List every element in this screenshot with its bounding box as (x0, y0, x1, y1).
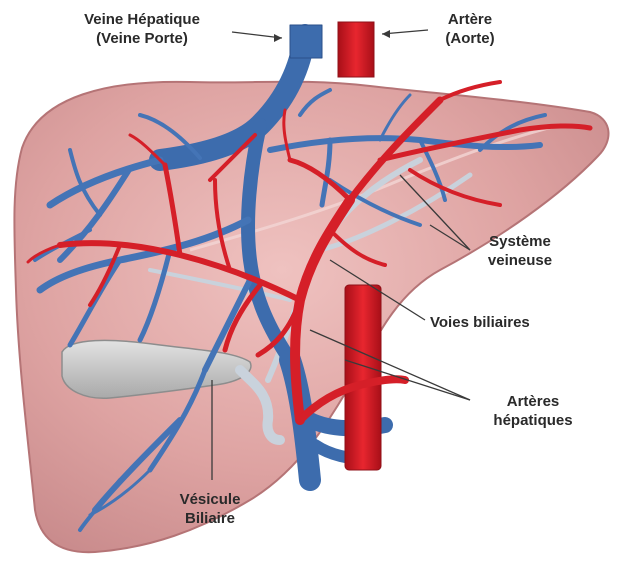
hepatic-arteries-label-line2: hépatiques (478, 411, 588, 430)
artery-label-line1: Artère (425, 10, 515, 29)
label-arrow-icon (382, 30, 390, 38)
gallbladder-label-line1: Vésicule (160, 490, 260, 509)
venous-system-label-line2: veineuse (470, 251, 570, 270)
hepatic-arteries-label-line1: Artères (478, 392, 588, 411)
gallbladder-label: Vésicule Biliaire (160, 490, 260, 528)
gallbladder-label-line2: Biliaire (160, 509, 260, 528)
bile-ducts-label-text: Voies biliaires (430, 313, 530, 332)
hepatic-arteries-label: Artères hépatiques (478, 392, 588, 430)
hepatic-vein-label-line2: (Veine Porte) (52, 29, 232, 48)
hepatic-vein-label: Veine Hépatique (Veine Porte) (52, 10, 232, 48)
artery-label: Artère (Aorte) (425, 10, 515, 48)
label-arrow-icon (274, 34, 282, 42)
venous-system-label: Système veineuse (470, 232, 570, 270)
aorta-top (338, 22, 374, 77)
bile-ducts-label: Voies biliaires (430, 313, 530, 332)
artery-label-line2: (Aorte) (425, 29, 515, 48)
venous-system-label-line1: Système (470, 232, 570, 251)
hepatic-vein-label-line1: Veine Hépatique (52, 10, 232, 29)
